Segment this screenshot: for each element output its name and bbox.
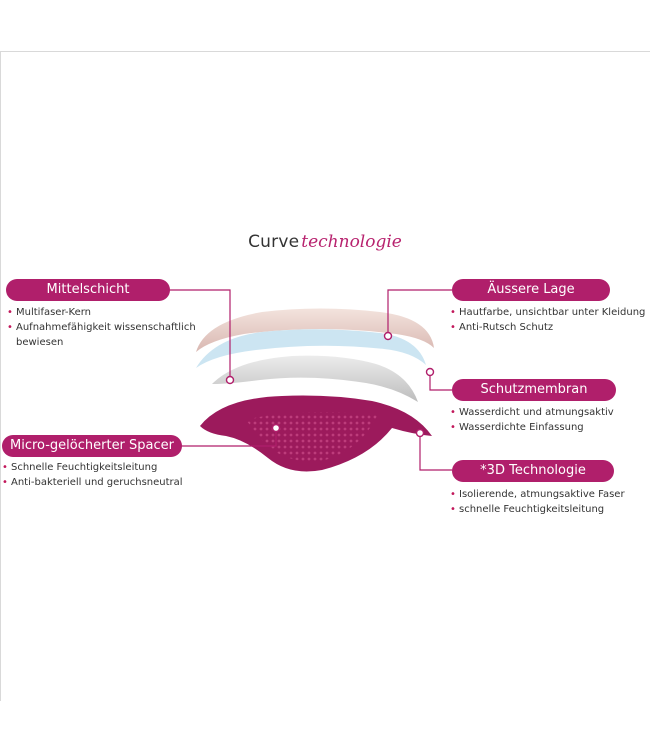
bullets-aeussere-lage: Hautfarbe, unsichtbar unter Kleidung Ant…	[450, 305, 645, 335]
leader-aeussere	[387, 289, 452, 336]
bullet-item: Isolierende, atmungsaktive Faser	[450, 487, 625, 502]
title-accent: technologie	[301, 232, 402, 252]
leader-3d	[419, 433, 452, 471]
pill-schutzmembran: Schutzmembran	[452, 379, 616, 401]
bullet-item: Aufnahmefähigkeit wissenschaftlich	[7, 320, 196, 335]
marker-mittelschicht	[225, 375, 235, 385]
leader-schutzmembran	[429, 372, 452, 391]
bullet-item: Anti-Rutsch Schutz	[450, 320, 645, 335]
bullet-item: Wasserdicht und atmungsaktiv	[450, 405, 614, 420]
marker-spacer	[271, 423, 281, 433]
outer-layer-shape	[196, 308, 434, 352]
core-layer-shape	[212, 355, 418, 402]
bullets-3d-technologie: Isolierende, atmungsaktive Faser schnell…	[450, 487, 625, 517]
spacer-dot-texture	[246, 412, 378, 462]
marker-schutzmembran	[425, 367, 435, 377]
bullet-item: schnelle Feuchtigkeitsleitung	[450, 502, 625, 517]
bullets-mittelschicht: Multifaser-Kern Aufnahmefähigkeit wissen…	[7, 305, 196, 350]
frame-border	[0, 51, 650, 701]
pill-aeussere-lage: Äussere Lage	[452, 279, 610, 301]
marker-3d	[415, 428, 425, 438]
bullets-schutzmembran: Wasserdicht und atmungsaktiv Wasserdicht…	[450, 405, 614, 435]
title-word: Curve	[248, 232, 300, 252]
marker-aeussere	[383, 331, 393, 341]
bullet-item: bewiesen	[16, 335, 196, 350]
leader-spacer	[180, 428, 277, 447]
pill-mittelschicht: Mittelschicht	[6, 279, 170, 301]
bullets-spacer: Schnelle Feuchtigkeitsleitung Anti-bakte…	[2, 460, 183, 490]
bullet-item: Wasserdichte Einfassung	[450, 420, 614, 435]
bullet-item: Multifaser-Kern	[7, 305, 196, 320]
pill-spacer: Micro-gelöcherter Spacer	[2, 435, 182, 457]
bullet-item: Hautfarbe, unsichtbar unter Kleidung	[450, 305, 645, 320]
bullet-item: Anti-bakteriell und geruchsneutral	[2, 475, 183, 490]
pill-3d-technologie: *3D Technologie	[452, 460, 614, 482]
leader-mittelschicht	[168, 289, 231, 380]
bullet-continuation: bewiesen	[16, 337, 64, 348]
bullet-item: Schnelle Feuchtigkeitsleitung	[2, 460, 183, 475]
membrane-layer-shape	[196, 329, 426, 368]
